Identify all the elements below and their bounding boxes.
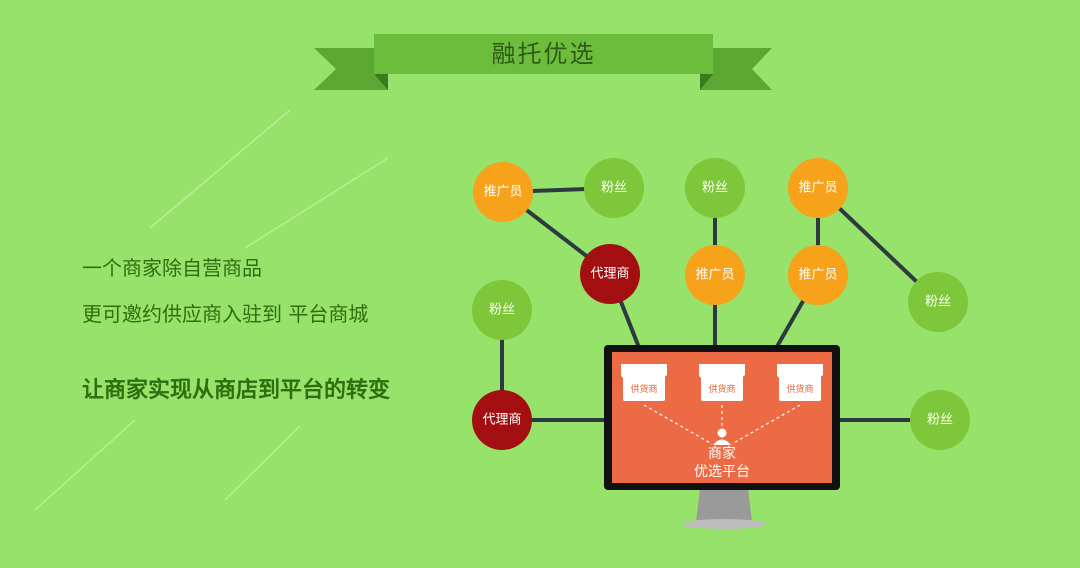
node-fan-b: 粉丝 bbox=[685, 158, 745, 218]
decor-line bbox=[149, 109, 291, 229]
title-banner bbox=[314, 34, 772, 90]
node-circle bbox=[685, 158, 745, 218]
monitor: 供货商 供货商 供货商 商家 优选平台 bbox=[604, 345, 840, 529]
node-label: 推广员 bbox=[798, 268, 837, 283]
node-agent-a: 代理商 bbox=[580, 244, 640, 304]
node-circle bbox=[472, 390, 532, 450]
shop-icon bbox=[779, 375, 821, 401]
shop-label: 供货商 bbox=[630, 383, 657, 395]
decor-line bbox=[34, 419, 136, 511]
intro-headline: 让商家实现从商店到平台的转变 bbox=[82, 378, 391, 403]
node-label: 代理商 bbox=[482, 413, 521, 428]
awning-icon bbox=[699, 364, 745, 378]
node-circle bbox=[910, 390, 970, 450]
node-promoter-b: 推广员 bbox=[788, 158, 848, 218]
page-title: 融托优选 bbox=[491, 40, 596, 68]
node-circle bbox=[584, 158, 644, 218]
decor-line bbox=[244, 157, 389, 249]
merchant-person-icon bbox=[713, 428, 731, 445]
node-fan-c: 粉丝 bbox=[908, 272, 968, 332]
banner-band bbox=[374, 34, 713, 74]
dashed-link bbox=[731, 404, 801, 445]
banner-right-ribbon bbox=[700, 48, 772, 90]
node-label: 粉丝 bbox=[702, 181, 728, 196]
node-label: 粉丝 bbox=[927, 413, 953, 428]
node-promoter-a: 推广员 bbox=[473, 162, 533, 222]
node-agent-b: 代理商 bbox=[472, 390, 532, 450]
decor-line bbox=[224, 425, 301, 501]
node-circle bbox=[580, 244, 640, 304]
node-label: 粉丝 bbox=[489, 303, 515, 318]
supplier-shop-1: 供货商 bbox=[621, 364, 667, 401]
supplier-shop-2: 供货商 bbox=[699, 364, 745, 401]
monitor-stand bbox=[696, 488, 752, 522]
node-label: 推广员 bbox=[798, 181, 837, 196]
shop-icon bbox=[701, 375, 743, 401]
node-circle bbox=[788, 245, 848, 305]
banner-right-fold bbox=[700, 74, 713, 90]
node-label: 粉丝 bbox=[601, 181, 627, 196]
node-circle bbox=[685, 245, 745, 305]
dashed-link bbox=[643, 404, 713, 445]
node-label: 粉丝 bbox=[925, 295, 951, 310]
banner-left-fold bbox=[374, 74, 388, 90]
intro-line-2: 更可邀约供应商入驻到 平台商城 bbox=[82, 302, 369, 326]
node-promoter-d: 推广员 bbox=[788, 245, 848, 305]
node-circle bbox=[788, 158, 848, 218]
shop-label: 供货商 bbox=[708, 383, 735, 395]
node-circle bbox=[472, 280, 532, 340]
node-circle bbox=[473, 162, 533, 222]
awning-icon bbox=[777, 364, 823, 378]
node-label: 代理商 bbox=[590, 267, 629, 282]
node-label: 推广员 bbox=[695, 268, 734, 283]
awning-icon bbox=[621, 364, 667, 378]
shop-label: 供货商 bbox=[786, 383, 813, 395]
node-promoter-c: 推广员 bbox=[685, 245, 745, 305]
intro-line-1: 一个商家除自营商品 bbox=[82, 256, 262, 280]
node-circle bbox=[908, 272, 968, 332]
monitor-base bbox=[682, 519, 766, 529]
person-body bbox=[713, 439, 731, 445]
shop-icon bbox=[623, 375, 665, 401]
node-fan-d: 粉丝 bbox=[472, 280, 532, 340]
platform-label-line2: 优选平台 bbox=[694, 464, 750, 480]
node-fan-a: 粉丝 bbox=[584, 158, 644, 218]
banner-left-ribbon bbox=[314, 48, 388, 90]
person-head bbox=[717, 428, 727, 438]
supplier-shop-3: 供货商 bbox=[777, 364, 823, 401]
node-label: 推广员 bbox=[483, 185, 522, 200]
node-fan-e: 粉丝 bbox=[910, 390, 970, 450]
platform-label-line1: 商家 bbox=[708, 445, 736, 462]
